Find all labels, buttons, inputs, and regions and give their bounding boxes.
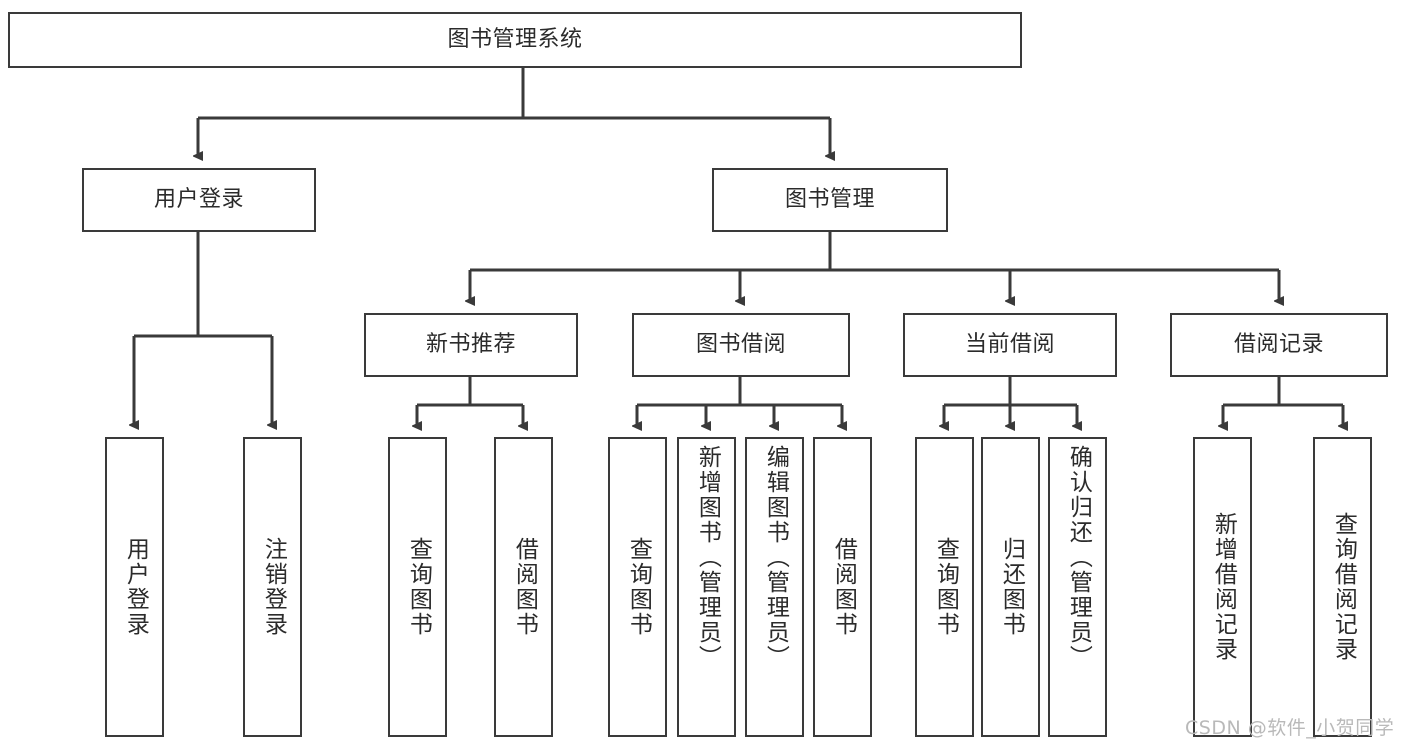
leaf-confirm-return-admin[interactable]: 确认归还（管理员） <box>1048 437 1107 737</box>
node-label: 查询借阅记录 <box>1330 512 1357 662</box>
node-current-borrow[interactable]: 当前借阅 <box>903 313 1117 377</box>
leaf-query-book-borrow[interactable]: 查询图书 <box>608 437 667 737</box>
node-label: 确认归还（管理员） <box>1065 445 1092 670</box>
node-user-login[interactable]: 用户登录 <box>82 168 316 232</box>
node-label: 注销登录 <box>260 537 287 637</box>
node-label: 新增图书（管理员） <box>694 445 721 670</box>
node-book-management[interactable]: 图书管理 <box>712 168 948 232</box>
node-label: 编辑图书（管理员） <box>762 445 789 670</box>
leaf-query-book-recommend[interactable]: 查询图书 <box>388 437 447 737</box>
node-label: 查询图书 <box>625 537 652 637</box>
leaf-borrow-book[interactable]: 借阅图书 <box>813 437 872 737</box>
node-label: 借阅记录 <box>1233 332 1324 358</box>
leaf-edit-book-admin[interactable]: 编辑图书（管理员） <box>745 437 804 737</box>
node-label: 借阅图书 <box>830 537 857 637</box>
node-label: 查询图书 <box>932 537 959 637</box>
node-borrow-record[interactable]: 借阅记录 <box>1170 313 1388 377</box>
node-label: 图书借阅 <box>695 332 786 358</box>
node-label: 查询图书 <box>405 537 432 637</box>
node-label: 新书推荐 <box>425 332 516 358</box>
node-book-borrow[interactable]: 图书借阅 <box>632 313 850 377</box>
leaf-query-borrow-record[interactable]: 查询借阅记录 <box>1313 437 1372 737</box>
node-label: 用户登录 <box>153 187 244 213</box>
leaf-query-book-current[interactable]: 查询图书 <box>915 437 974 737</box>
leaf-add-book-admin[interactable]: 新增图书（管理员） <box>677 437 736 737</box>
node-label: 用户登录 <box>122 537 149 637</box>
leaf-user-login[interactable]: 用户登录 <box>105 437 164 737</box>
node-root-book-management-system[interactable]: 图书管理系统 <box>8 12 1022 68</box>
node-new-book-recommend[interactable]: 新书推荐 <box>364 313 578 377</box>
leaf-return-book[interactable]: 归还图书 <box>981 437 1040 737</box>
node-label: 当前借阅 <box>964 332 1055 358</box>
node-label: 新增借阅记录 <box>1210 512 1237 662</box>
leaf-borrow-book-recommend[interactable]: 借阅图书 <box>494 437 553 737</box>
node-label: 图书管理系统 <box>447 27 583 53</box>
node-label: 归还图书 <box>998 537 1025 637</box>
watermark: CSDN @软件_小贺同学 <box>1185 717 1395 739</box>
node-label: 图书管理 <box>784 187 875 213</box>
leaf-add-borrow-record[interactable]: 新增借阅记录 <box>1193 437 1252 737</box>
leaf-logout[interactable]: 注销登录 <box>243 437 302 737</box>
node-label: 借阅图书 <box>511 537 538 637</box>
